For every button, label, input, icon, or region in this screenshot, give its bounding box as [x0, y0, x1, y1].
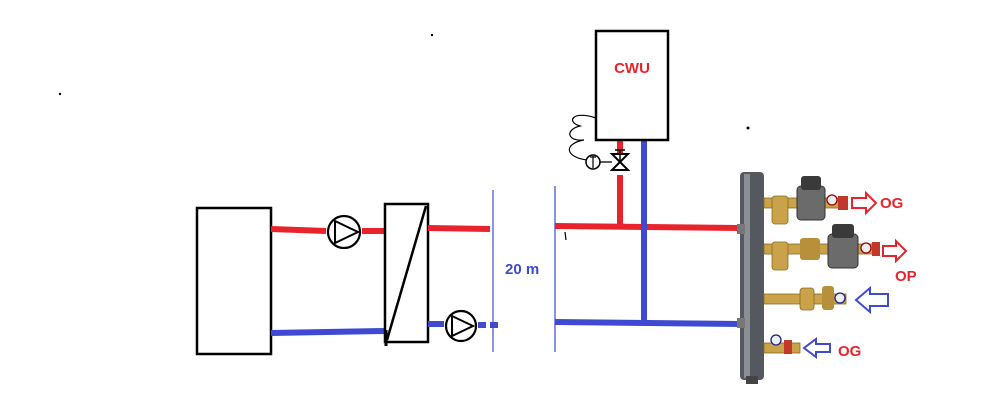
supply-pipe-right — [554, 223, 741, 231]
og-top-label: OG — [880, 195, 903, 212]
return-pipe-left — [270, 328, 386, 336]
circuit-og-bottom — [763, 334, 831, 359]
circuit-og-top — [763, 176, 878, 225]
heat-source-box — [195, 206, 273, 356]
gap-tick — [564, 231, 567, 241]
cwu-tank — [594, 29, 670, 142]
manifold — [737, 172, 764, 384]
sensor-coil — [568, 114, 597, 161]
circuit-op — [763, 224, 908, 271]
supply-pipe-left-1 — [270, 226, 327, 234]
stray-dot — [746, 126, 750, 130]
op-label: OP — [895, 268, 917, 285]
return-pipe-right — [554, 319, 741, 327]
pump-icon-primary — [326, 214, 362, 250]
heat-exchanger — [383, 202, 430, 346]
cwu-label: CWU — [614, 60, 650, 77]
supply-pipe-secondary — [427, 225, 491, 232]
og-bottom-label: OG — [838, 343, 861, 360]
thermostat-valve-icon — [585, 149, 631, 171]
stray-dot — [58, 92, 62, 96]
stray-dot — [430, 33, 434, 37]
distance-label: 20 m — [505, 261, 539, 278]
pump-icon-secondary — [444, 309, 478, 343]
circuit-return-mid — [763, 285, 889, 315]
